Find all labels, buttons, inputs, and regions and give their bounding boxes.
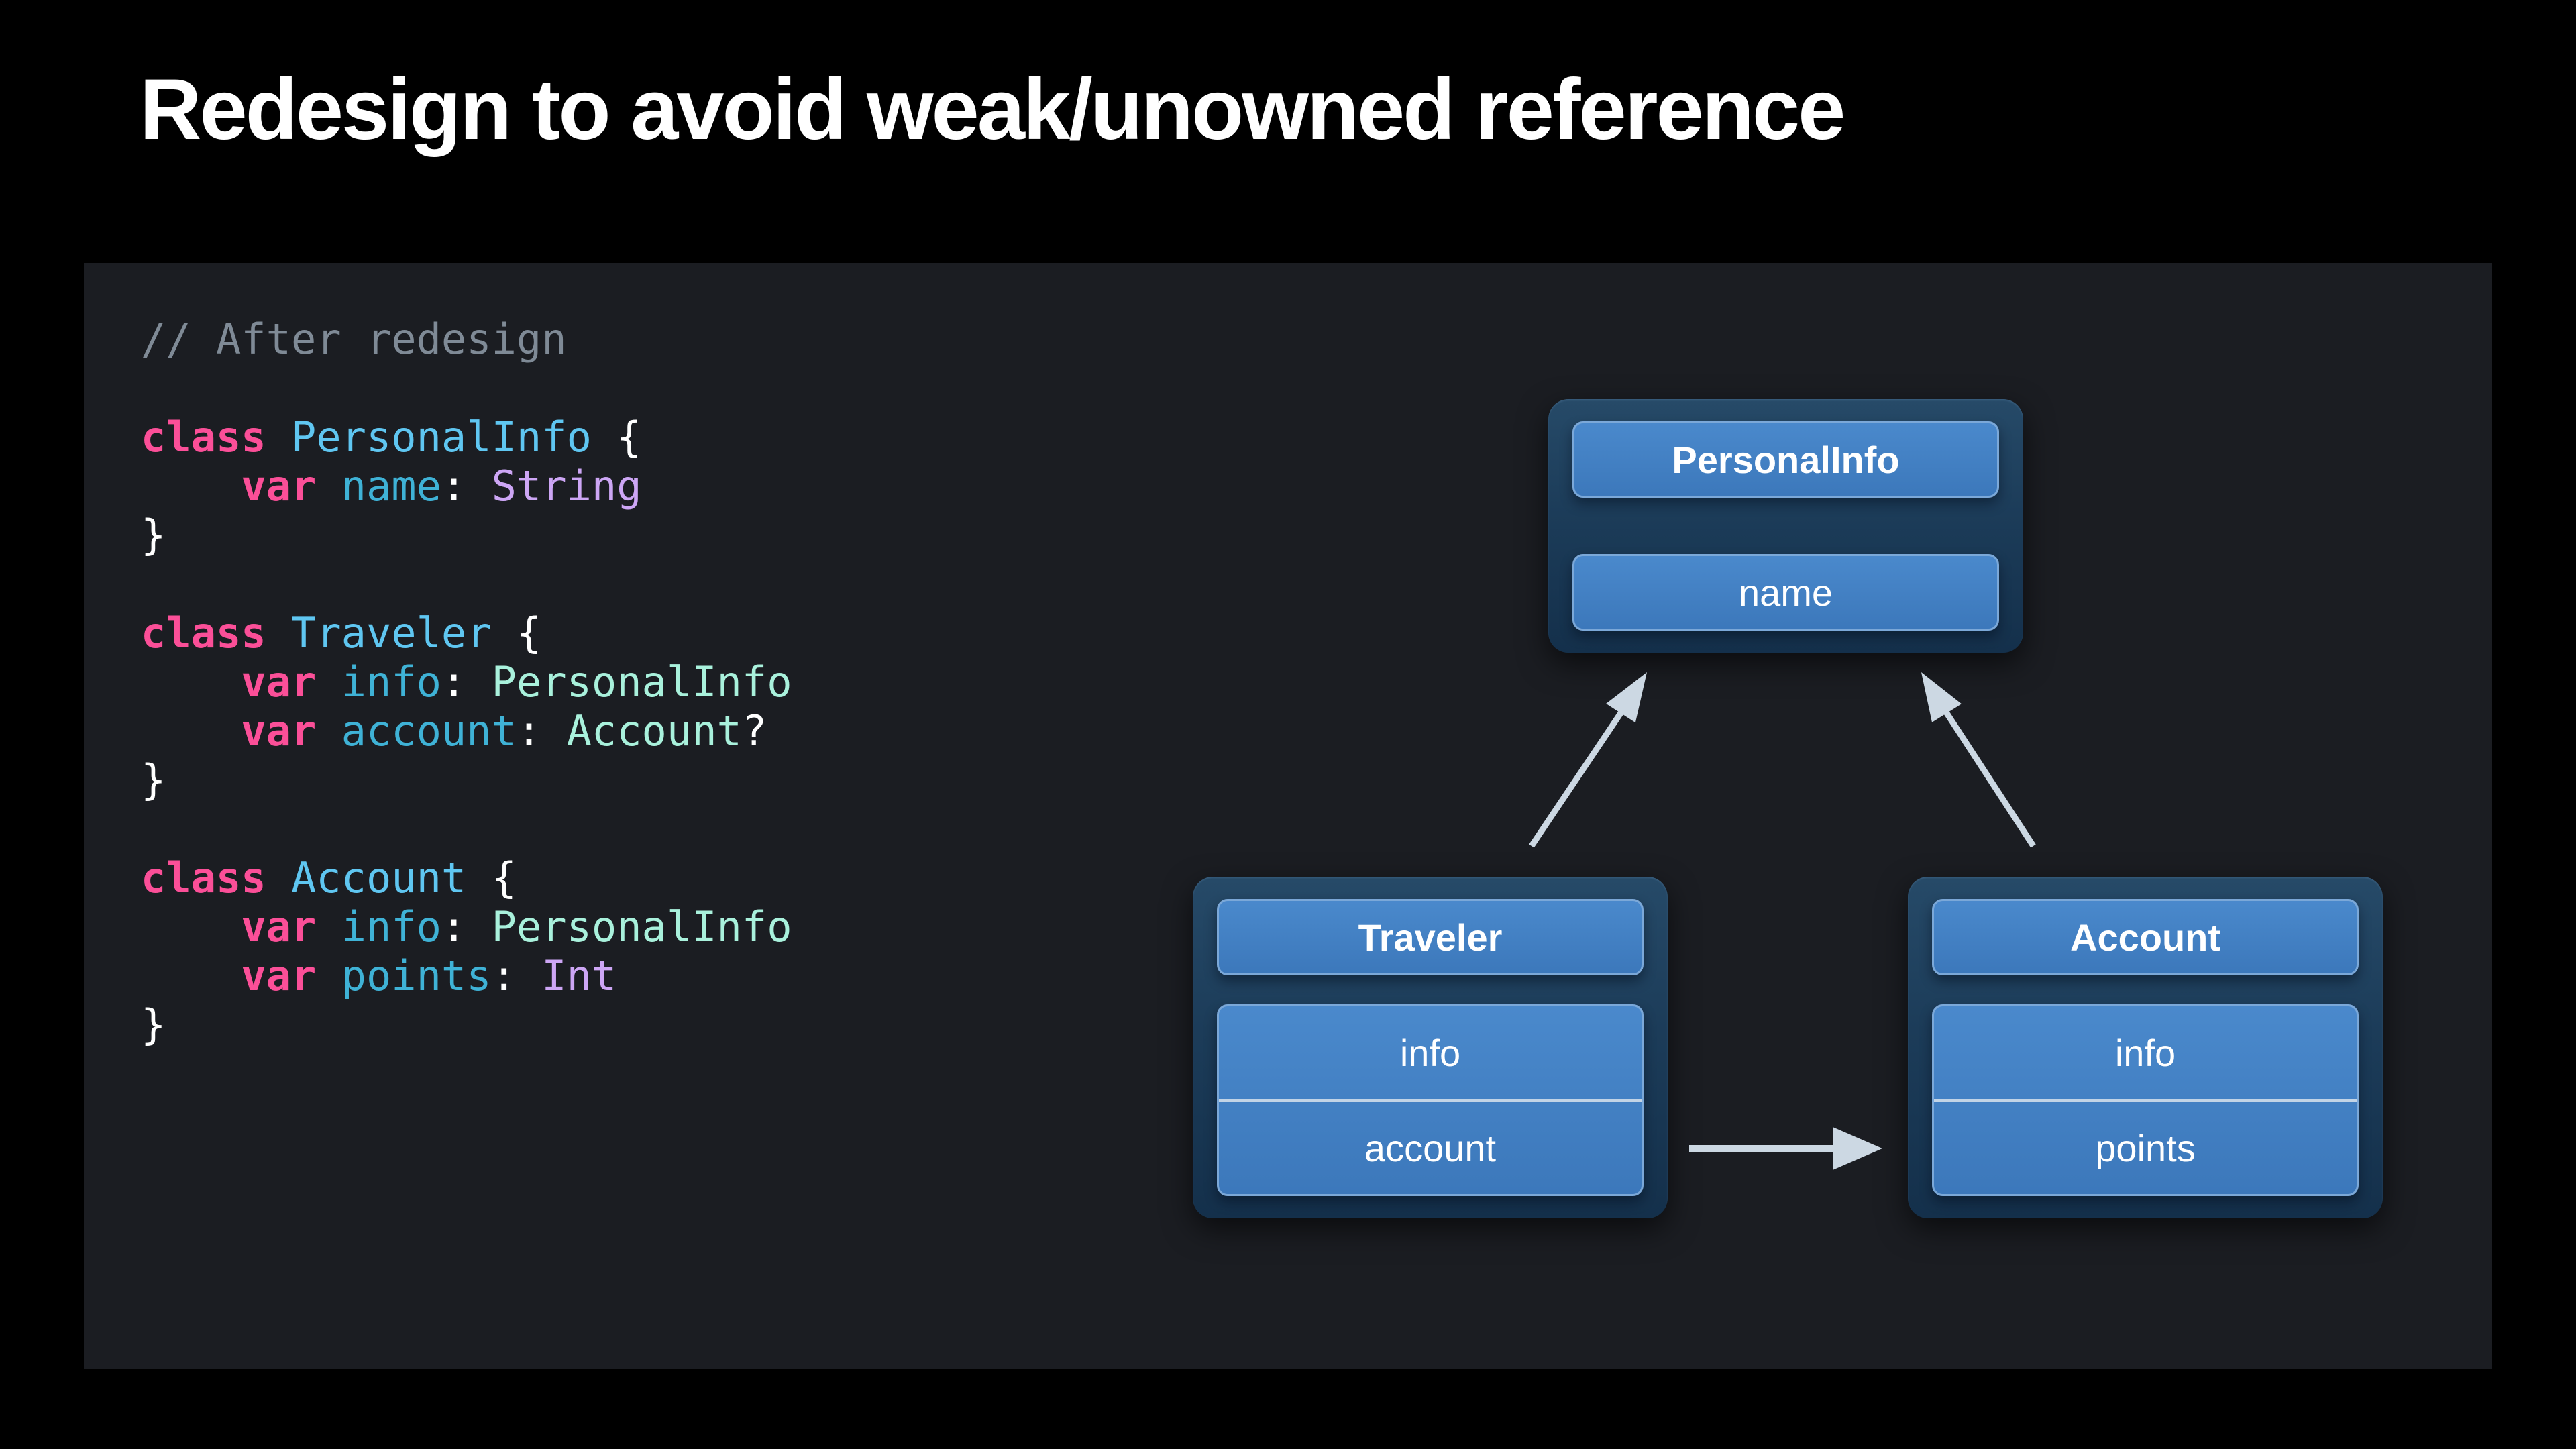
field-name: name (1738, 571, 1833, 614)
class-header-account: Account (1932, 899, 2359, 975)
class-box-traveler: Traveler info account (1193, 877, 1668, 1218)
field-info: info (1399, 1031, 1461, 1074)
code-line: var info: PersonalInfo (241, 902, 792, 951)
code-line: } (141, 1000, 166, 1049)
field-account: account (1219, 1099, 1642, 1194)
code-line: } (141, 511, 166, 559)
class-header-traveler: Traveler (1217, 899, 1644, 975)
class-box-personalinfo: PersonalInfo name (1548, 399, 2023, 653)
code-line: var info: PersonalInfo (241, 657, 792, 706)
field-points: points (1934, 1099, 2357, 1194)
code-line: // After redesign (141, 315, 567, 364)
code-line: var account: Account? (241, 706, 767, 755)
fields-traveler: info account (1217, 1004, 1644, 1196)
code-line (141, 559, 792, 608)
slide-title: Redesign to avoid weak/unowned reference (140, 62, 1845, 158)
class-box-account: Account info points (1908, 877, 2383, 1218)
code-line (141, 364, 792, 413)
code-line: var name: String (241, 462, 642, 511)
code-line: class Account { (141, 853, 517, 902)
code-line: class PersonalInfo { (141, 413, 642, 462)
code-line: var points: Int (241, 951, 617, 1000)
code-line: } (141, 755, 166, 804)
fields-account: info points (1932, 1004, 2359, 1196)
code-block: // After redesign class PersonalInfo { v… (141, 315, 792, 1049)
code-line (141, 804, 792, 853)
class-header-personalinfo: PersonalInfo (1572, 421, 1999, 498)
fields-personalinfo: name (1572, 554, 1999, 631)
code-line: class Traveler { (141, 608, 542, 657)
field-info-2: info (2114, 1031, 2176, 1074)
